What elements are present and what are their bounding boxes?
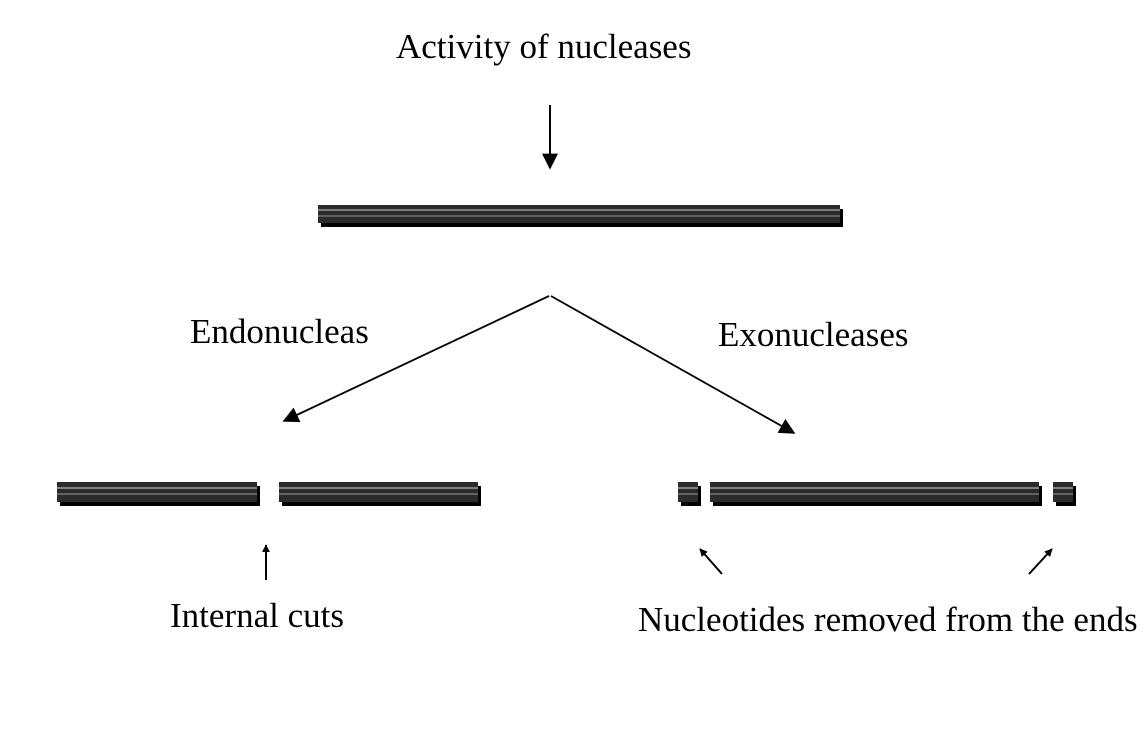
- endonuclease-fragment-right: [279, 482, 481, 506]
- right-end-pointer-arrow: [1028, 548, 1053, 575]
- exonuclease-end-nucleotide-left: [678, 482, 701, 506]
- endonuclease-label: Endonucleas: [190, 312, 369, 351]
- branch-left-arrow: [282, 295, 550, 423]
- exonuclease-fragment-middle: [710, 482, 1042, 506]
- diagram-title: Activity of nucleases: [396, 27, 692, 66]
- nucleotides-removed-caption: Nucleotides removed from the ends: [638, 600, 1138, 639]
- endonuclease-fragment-left: [57, 482, 260, 506]
- branch-right-arrow: [550, 295, 796, 434]
- dna-strand-full: [318, 205, 843, 227]
- left-end-pointer-arrow: [699, 548, 723, 575]
- exonuclease-label: Exonucleases: [718, 315, 909, 354]
- internal-cuts-caption: Internal cuts: [170, 596, 344, 635]
- exonuclease-end-nucleotide-right: [1053, 482, 1076, 506]
